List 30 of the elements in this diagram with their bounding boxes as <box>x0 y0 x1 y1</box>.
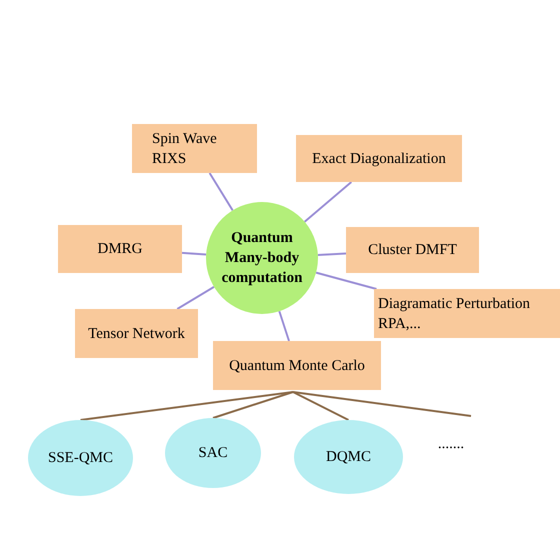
connector-line <box>176 286 215 310</box>
node-label: ....... <box>438 434 464 454</box>
method-box <box>213 341 381 390</box>
connector-line <box>212 391 294 419</box>
node-label: Exact Diagonalization <box>312 150 446 168</box>
method-box <box>296 135 462 182</box>
node-label: Cluster DMFT <box>368 241 457 260</box>
connector-line <box>292 391 349 421</box>
connector-line <box>316 272 377 290</box>
method-box <box>346 227 479 273</box>
method-box <box>374 289 560 338</box>
connector-line <box>304 181 352 222</box>
method-box <box>58 225 182 273</box>
method-box <box>75 309 198 358</box>
node-label: SAC <box>198 444 228 463</box>
node-label: Quantum Many-body computation <box>220 229 304 288</box>
connector-line <box>318 252 346 256</box>
node-label: SSE-QMC <box>48 448 114 468</box>
node-label: Spin Wave RIXS <box>152 130 218 168</box>
node-label: Diagramatic Perturbation RPA,... <box>378 294 532 334</box>
connector-line <box>182 252 206 256</box>
connector-line <box>278 310 290 342</box>
connector-line <box>208 172 234 211</box>
node-label: DMRG <box>97 240 142 259</box>
node-label: Quantum Monte Carlo <box>229 356 365 376</box>
node-label: DQMC <box>326 448 371 467</box>
connector-line <box>292 391 472 417</box>
node-label: Tensor Network <box>88 324 185 344</box>
method-box <box>132 124 257 173</box>
connector-line <box>80 391 294 421</box>
